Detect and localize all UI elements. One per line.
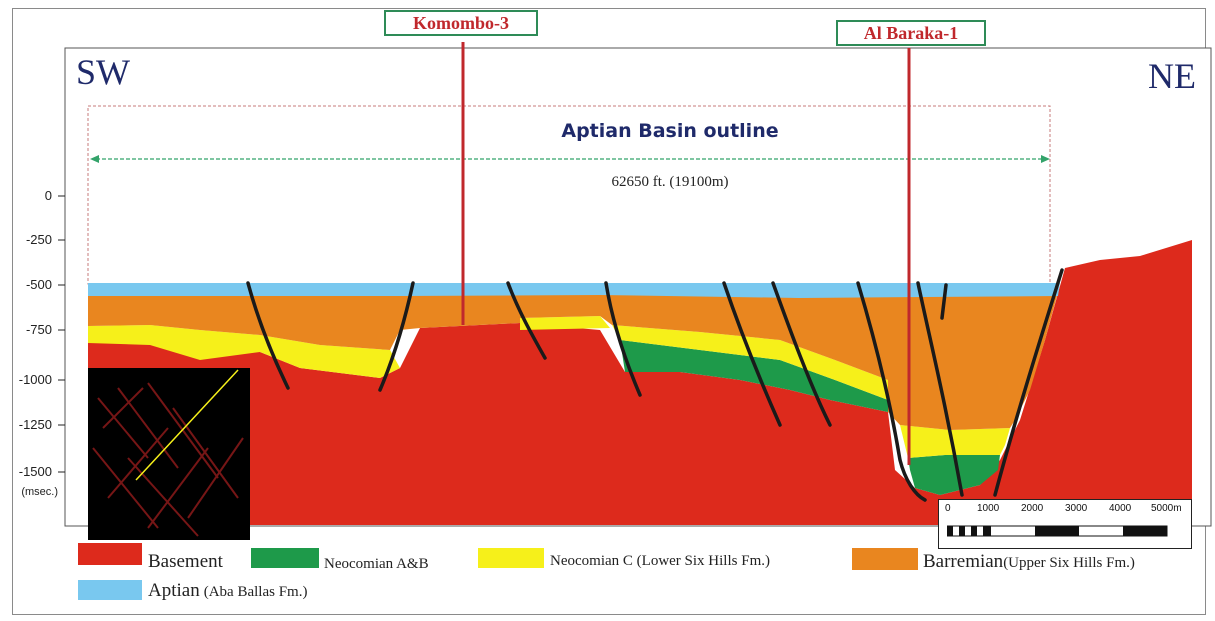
scale-label: 0	[945, 503, 951, 514]
scale-bar: 0 1000 2000 3000 4000 5000m	[938, 499, 1192, 549]
basement-layer	[88, 240, 1192, 525]
fault-line-icon	[246, 281, 290, 390]
well-label-al-baraka-1: Al Baraka-1	[836, 20, 986, 46]
legend-label-barremian: Barremian(Upper Six Hills Fm.)	[923, 551, 1135, 573]
neocomian-c-layer-east	[612, 325, 888, 400]
basin-width-label: 62650 ft. (19100m)	[611, 174, 729, 190]
legend-label-neocomian-ab: Neocomian A&B	[324, 556, 429, 572]
scale-bar-ruler	[947, 525, 1168, 537]
fault-line-icon	[940, 283, 948, 320]
depth-tick-label: -1000	[18, 372, 52, 387]
depth-tick-label: -500	[25, 277, 52, 292]
fault-line-icon	[771, 281, 832, 427]
fault-line-icon	[916, 281, 964, 497]
aptian-basin-outline-title: Aptian Basin outline	[561, 120, 779, 142]
barremian-layer	[88, 292, 1058, 430]
fault-line-icon	[604, 281, 642, 397]
neocomian-ab-layer	[620, 340, 888, 412]
legend-swatch-aptian	[78, 580, 142, 600]
legend-label-basement: Basement	[148, 551, 223, 572]
depth-tick-label: -250	[25, 232, 52, 247]
neocomian-c-layer	[88, 325, 400, 378]
legend-swatch-barremian	[852, 548, 918, 570]
legend-note-neocomian-c: (Lower Six Hills Fm.)	[636, 553, 770, 569]
location-inset-map-icon	[88, 368, 250, 540]
fault-lines	[246, 268, 1064, 502]
fault-line-icon	[506, 281, 547, 360]
direction-label-ne: NE	[1148, 56, 1196, 96]
legend-name-neocomian-c: Neocomian C	[550, 553, 633, 569]
depth-units-label: (msec.)	[21, 486, 58, 498]
scale-label: 3000	[1065, 503, 1088, 514]
scale-label: 5000m	[1151, 503, 1182, 514]
fault-line-icon	[378, 281, 415, 392]
fault-line-icon	[856, 281, 927, 502]
fault-line-icon	[722, 281, 782, 427]
legend-name-aptian: Aptian	[148, 580, 200, 601]
fault-line-icon	[993, 268, 1064, 497]
legend-swatch-basement	[78, 543, 142, 565]
legend-label-aptian: Aptian (Aba Ballas Fm.)	[148, 580, 307, 602]
scale-label: 4000	[1109, 503, 1132, 514]
neocomian-c-layer-deep	[900, 425, 1010, 458]
dimension-arrow-icon	[90, 155, 1050, 163]
scale-label: 1000	[977, 503, 1000, 514]
legend-swatch-neocomian-ab	[251, 548, 319, 568]
legend-swatch-neocomian-c	[478, 548, 544, 568]
scale-label: 2000	[1021, 503, 1044, 514]
legend-name-barremian: Barremian	[923, 551, 1004, 572]
legend-note-barremian: (Upper Six Hills Fm.)	[1003, 555, 1135, 571]
depth-axis	[58, 195, 65, 473]
depth-tick-label: -1500	[18, 464, 52, 479]
aptian-layer	[88, 283, 1060, 298]
neocomian-ab-layer-deep	[908, 455, 1000, 495]
neocomian-c-layer-mid	[520, 316, 610, 330]
direction-label-sw: SW	[76, 52, 130, 92]
legend-label-neocomian-c: Neocomian C (Lower Six Hills Fm.)	[550, 553, 770, 570]
depth-tick-label: -750	[25, 322, 52, 337]
well-label-komombo-3: Komombo-3	[384, 10, 538, 36]
depth-tick-label: 0	[44, 188, 52, 203]
legend-note-aptian: (Aba Ballas Fm.)	[203, 584, 308, 600]
depth-tick-label: -1250	[18, 417, 52, 432]
